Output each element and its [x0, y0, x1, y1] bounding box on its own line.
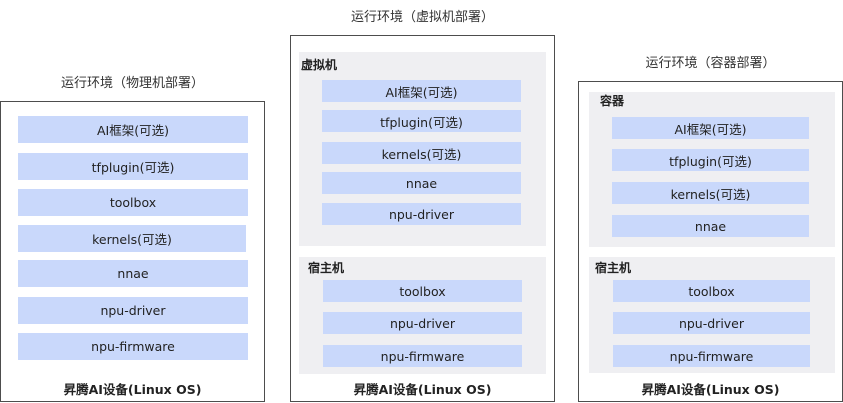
physical-component-ai-framework: AI框架(可选) [18, 116, 248, 143]
container-device-label: 昇腾AI设备(Linux OS) [641, 382, 780, 397]
vm-host-component-toolbox: toolbox [323, 280, 522, 302]
vm-component-tfplugin: tfplugin(可选) [322, 110, 521, 132]
vm-component-kernels: kernels(可选) [322, 142, 521, 164]
container-host-zone: 宿主机 toolbox npu-driver npu-firmware [589, 257, 835, 373]
vm-device-label: 昇腾AI设备(Linux OS) [353, 382, 492, 397]
container-guest-label: 容器 [600, 94, 625, 108]
container-host-component-npu-driver: npu-driver [613, 312, 810, 334]
container-component-nnae: nnae [612, 215, 809, 237]
physical-env-box: AI框架(可选) tfplugin(可选) toolbox kernels(可选… [0, 101, 265, 402]
vm-host-zone: 宿主机 toolbox npu-driver npu-firmware [299, 257, 546, 374]
physical-device-label: 昇腾AI设备(Linux OS) [63, 382, 202, 397]
container-host-label: 宿主机 [595, 261, 632, 275]
vm-env-caption: 运行环境（虚拟机部署） [350, 10, 494, 25]
vm-component-npu-driver: npu-driver [322, 203, 521, 225]
container-env-box: 容器 AI框架(可选) tfplugin(可选) kernels(可选) nna… [578, 81, 843, 402]
physical-component-toolbox: toolbox [18, 189, 248, 216]
vm-env-box: 虚拟机 AI框架(可选) tfplugin(可选) kernels(可选) nn… [290, 35, 555, 402]
physical-component-npu-driver: npu-driver [18, 297, 248, 324]
physical-component-kernels: kernels(可选) [18, 225, 246, 252]
container-component-tfplugin: tfplugin(可选) [612, 149, 809, 171]
vm-component-nnae: nnae [322, 172, 521, 194]
physical-component-tfplugin: tfplugin(可选) [18, 153, 248, 180]
container-component-ai-framework: AI框架(可选) [612, 117, 809, 139]
container-guest-zone: 容器 AI框架(可选) tfplugin(可选) kernels(可选) nna… [589, 92, 835, 247]
container-env-caption: 运行环境（容器部署） [645, 56, 776, 71]
physical-component-nnae: nnae [18, 260, 248, 287]
vm-guest-zone: 虚拟机 AI框架(可选) tfplugin(可选) kernels(可选) nn… [299, 52, 546, 246]
physical-env-caption: 运行环境（物理机部署） [60, 76, 204, 91]
container-host-component-npu-firmware: npu-firmware [613, 345, 810, 367]
physical-component-npu-firmware: npu-firmware [18, 333, 248, 360]
vm-host-component-npu-driver: npu-driver [323, 312, 522, 334]
container-component-kernels: kernels(可选) [612, 182, 809, 204]
vm-guest-label: 虚拟机 [301, 58, 338, 72]
vm-host-component-npu-firmware: npu-firmware [323, 345, 522, 367]
vm-host-label: 宿主机 [308, 261, 345, 275]
vm-component-ai-framework: AI框架(可选) [322, 80, 521, 102]
container-host-component-toolbox: toolbox [613, 280, 810, 302]
